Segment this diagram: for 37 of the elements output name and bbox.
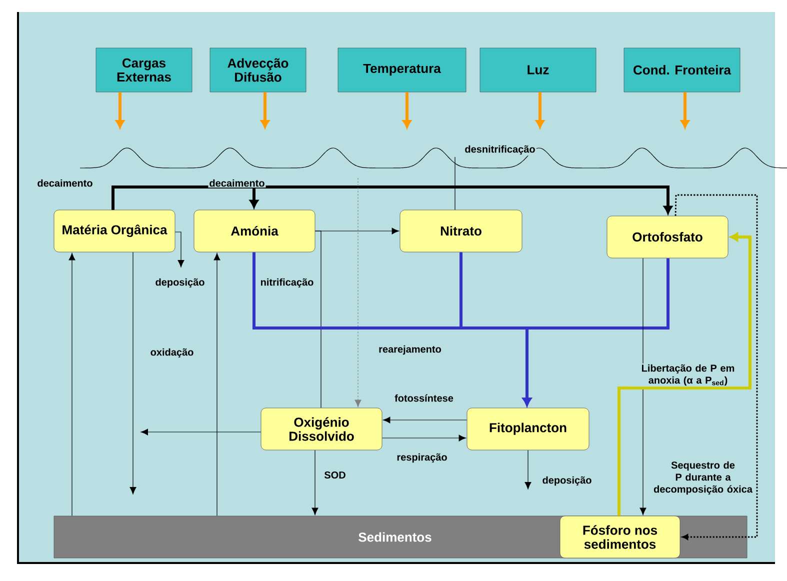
arrow xyxy=(618,232,752,516)
arrow xyxy=(354,178,362,408)
arrow xyxy=(312,450,318,516)
factor-box: Cond. Fronteira xyxy=(624,48,740,92)
arrow xyxy=(382,416,468,424)
arrow xyxy=(640,258,646,516)
arrow xyxy=(112,186,672,214)
edge-label: Libertação de P em anoxia (α a P$_{sed}$) xyxy=(628,363,748,387)
arrow xyxy=(382,434,466,442)
edge-label: respiração xyxy=(396,452,448,464)
process-box: Matéria Orgânica xyxy=(54,210,176,252)
arrow xyxy=(130,252,136,494)
factor-box: Cargas Externas xyxy=(96,48,192,92)
arrow xyxy=(536,92,544,128)
edge-label: desnitrificação xyxy=(464,144,536,156)
arrow xyxy=(260,92,270,128)
arrow xyxy=(140,428,262,436)
arrow xyxy=(680,92,690,128)
process-box: Ortofosfato xyxy=(606,216,728,258)
factor-box: Advecção Difusão xyxy=(210,48,306,92)
factor-box: Temperatura xyxy=(338,48,466,92)
arrow xyxy=(402,92,412,128)
arrow xyxy=(674,194,758,540)
arrow xyxy=(68,252,76,516)
process-box: Oxigénio Dissolvido xyxy=(260,408,382,450)
arrow xyxy=(214,252,220,516)
process-box: Fitoplancton xyxy=(466,408,590,450)
process-box: Nitrato xyxy=(400,210,522,252)
arrow xyxy=(174,232,184,268)
arrow xyxy=(522,258,670,406)
process-box: Fósforo nos sedimentos xyxy=(560,516,680,558)
arrow xyxy=(116,92,124,128)
edge-label: Sequestro de P durante a decomposição óxica xyxy=(652,460,754,496)
process-box: Amónia xyxy=(194,210,316,252)
factor-box: Luz xyxy=(480,48,596,92)
edge-label: rearejamento xyxy=(378,344,442,356)
arrow xyxy=(524,450,532,490)
